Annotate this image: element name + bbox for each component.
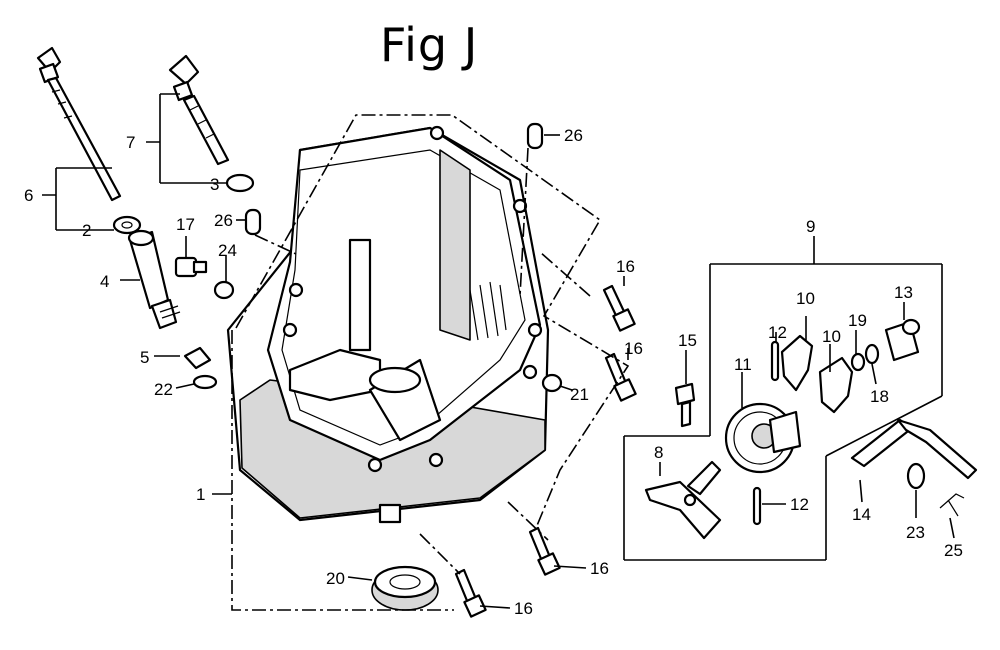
callout-25: 25	[944, 541, 963, 560]
callout-19: 19	[848, 311, 867, 330]
callout-16-a: 16	[616, 257, 635, 276]
bolt-part	[454, 568, 487, 618]
oil-seal-part	[371, 565, 439, 611]
callout-2: 2	[82, 221, 91, 240]
drain-bolt-part	[174, 256, 208, 278]
weight-part	[818, 356, 854, 414]
callout-22: 22	[154, 380, 173, 399]
callout-16-c: 16	[590, 559, 609, 578]
long-dipstick-part	[36, 46, 122, 202]
leader-lines	[42, 93, 955, 611]
callout-labels: 7 3 6 2 4 5 22 17 24 26 26 16 16 21 16 1…	[24, 126, 963, 618]
callout-12-bottom: 12	[790, 495, 809, 514]
washer-part-23	[906, 462, 926, 490]
callout-24: 24	[218, 241, 237, 260]
callout-10-b: 10	[822, 327, 841, 346]
callout-21: 21	[570, 385, 589, 404]
callout-23: 23	[906, 523, 925, 542]
bolt-part	[528, 526, 561, 576]
clip-part	[850, 352, 866, 372]
callout-14: 14	[852, 505, 871, 524]
callout-26-top: 26	[564, 126, 583, 145]
plug-part-21	[541, 373, 563, 393]
callout-13: 13	[894, 283, 913, 302]
callout-10-a: 10	[796, 289, 815, 308]
callout-16-b: 16	[624, 339, 643, 358]
callout-15: 15	[678, 331, 697, 350]
weight-part	[780, 334, 814, 392]
bolt-part-15	[674, 382, 696, 428]
callout-8: 8	[654, 443, 663, 462]
callout-20: 20	[326, 569, 345, 588]
bolt-part	[604, 352, 637, 402]
oring-part	[192, 374, 218, 390]
washer-part	[112, 215, 142, 235]
pin-part	[752, 486, 762, 526]
callout-3: 3	[210, 175, 219, 194]
filler-tube-part	[127, 229, 181, 330]
callout-6: 6	[24, 186, 33, 205]
callout-4: 4	[100, 272, 109, 291]
clip-part-25	[939, 493, 965, 517]
callout-1: 1	[196, 485, 205, 504]
figure-title: Fig J	[380, 18, 479, 72]
callout-12-top: 12	[768, 323, 787, 342]
washer-part-18	[864, 343, 880, 365]
callout-17: 17	[176, 215, 195, 234]
callout-16-d: 16	[514, 599, 533, 618]
pin-part	[770, 340, 780, 382]
governor-gear-part	[724, 402, 802, 474]
washer-part-3	[225, 173, 255, 193]
callout-5: 5	[140, 348, 149, 367]
dowel-pin-part	[244, 208, 262, 236]
callout-9: 9	[806, 217, 815, 236]
washer-part-24	[213, 280, 235, 300]
bolt-part	[602, 284, 636, 332]
callout-26-left: 26	[214, 211, 233, 230]
dowel-pin-part	[526, 122, 544, 150]
seal-part	[183, 346, 212, 370]
governor-arm-part	[644, 460, 722, 540]
callout-11: 11	[734, 355, 752, 374]
lever-part	[850, 418, 978, 480]
callout-7: 7	[126, 133, 135, 152]
crankcase-cover-part	[226, 125, 550, 524]
callout-18: 18	[870, 387, 889, 406]
holder-part	[884, 318, 921, 362]
short-dipstick-part	[168, 54, 230, 166]
